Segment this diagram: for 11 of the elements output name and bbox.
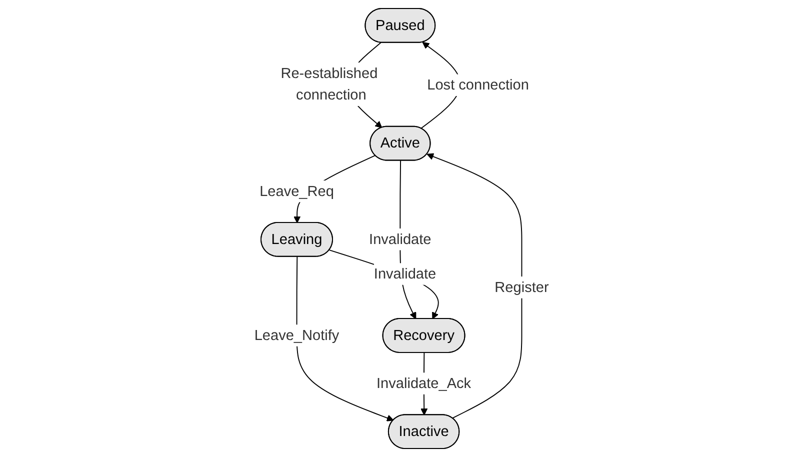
edge-label: Register xyxy=(494,278,549,296)
edge-label: Invalidate xyxy=(368,230,432,248)
edge-label: Invalidate_Ack xyxy=(376,375,471,392)
edge-label: Leave_Notify xyxy=(254,327,340,344)
arrow xyxy=(296,256,394,422)
edge-label: Re-established connection xyxy=(280,64,378,103)
edge-label: Invalidate xyxy=(374,266,436,282)
edge-label: Lost connection xyxy=(426,76,529,93)
edge-label: Leave_Req xyxy=(259,182,334,200)
arrow xyxy=(426,153,522,419)
arrow xyxy=(328,250,439,320)
